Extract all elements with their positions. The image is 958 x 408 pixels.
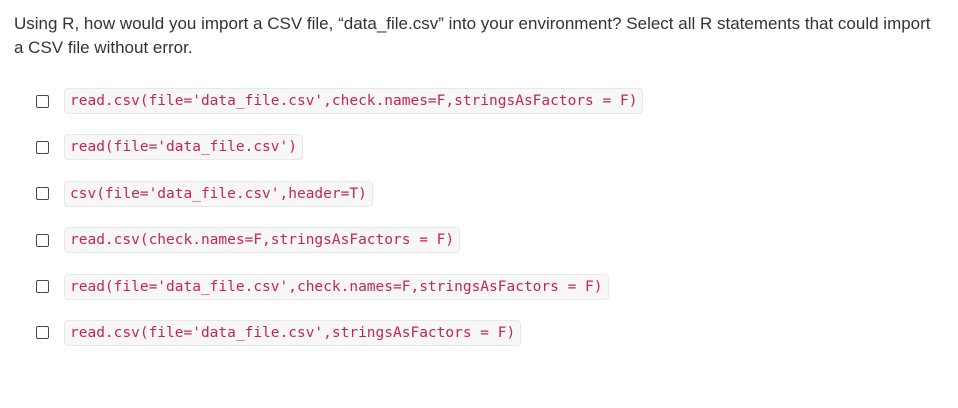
answer-code: read.csv(check.names=F,stringsAsFactors … (64, 227, 461, 254)
answer-code: read.csv(file='data_file.csv',check.name… (64, 88, 644, 114)
answer-option[interactable]: read(file='data_file.csv') (36, 133, 916, 161)
answer-option[interactable]: read(file='data_file.csv',check.names=F,… (36, 273, 916, 301)
answer-checkbox[interactable] (36, 280, 49, 294)
answer-checkbox[interactable] (36, 187, 49, 201)
question-text: Using R, how would you import a CSV file… (14, 14, 931, 57)
answer-checkbox[interactable] (36, 326, 49, 340)
answer-checkbox[interactable] (36, 94, 49, 108)
answer-checkbox[interactable] (36, 233, 49, 247)
answer-option[interactable]: read.csv(check.names=F,stringsAsFactors … (36, 226, 916, 254)
answer-code: read(file='data_file.csv',check.names=F,… (64, 273, 609, 300)
answer-option[interactable]: csv(file='data_file.csv',header=T) (36, 180, 916, 208)
answer-code: read(file='data_file.csv') (64, 134, 303, 161)
answer-option[interactable]: read.csv(file='data_file.csv',stringsAsF… (36, 319, 916, 347)
answer-checkbox[interactable] (36, 140, 49, 154)
answer-options: read.csv(file='data_file.csv',check.name… (36, 87, 916, 365)
answer-option[interactable]: read.csv(file='data_file.csv',check.name… (36, 87, 916, 115)
answer-code: read.csv(file='data_file.csv',stringsAsF… (64, 319, 522, 346)
answer-code: csv(file='data_file.csv',header=T) (64, 180, 373, 207)
